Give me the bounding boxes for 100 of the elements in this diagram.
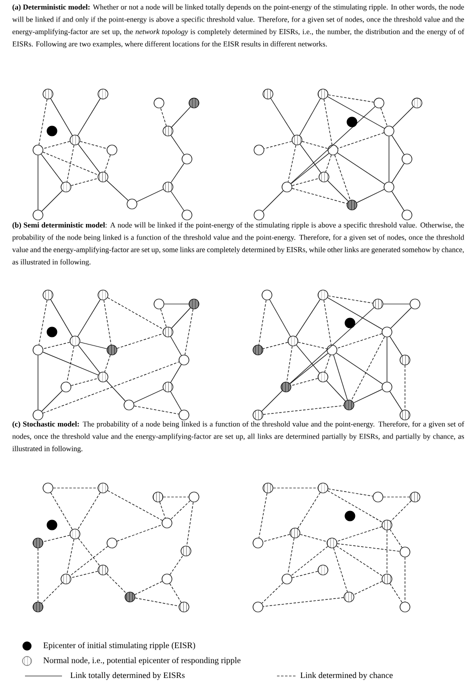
link-line [170,135,184,155]
link-line [70,178,98,186]
link-line [327,297,383,330]
network-node [32,410,44,420]
network-node [182,210,192,220]
link-line [106,180,128,201]
link-line [298,342,328,350]
link-line [80,141,108,149]
network-node [252,344,264,356]
network-node [290,528,300,538]
link-line [171,106,191,128]
network-node [162,126,174,136]
link-line [386,530,388,574]
network-node [152,492,164,502]
link-line [353,580,382,596]
network-node [32,344,44,356]
epicenter-node [344,318,356,328]
link-line [286,346,292,382]
link-line [50,492,73,530]
link-line [170,191,184,211]
link-line [302,141,328,149]
network-node [344,400,354,410]
link-line [163,496,189,498]
link-line [106,573,127,594]
legend-text: Epicenter of initial stimulating ripple (EISR) [43,642,196,650]
link-line [171,308,191,328]
link-line [38,300,48,346]
link-line [327,490,383,523]
link-line [186,502,194,546]
network-node [162,574,172,584]
link-line [336,333,382,349]
link-line [42,152,98,176]
link-line [70,378,98,386]
link-line [390,391,402,411]
link-line [333,354,348,400]
network-node [384,182,394,192]
link-line [170,555,184,575]
network-node [252,538,264,548]
network-node [412,98,422,108]
link-line [328,296,374,304]
network-node [42,88,54,100]
network-node [400,546,410,558]
link-line [262,534,290,542]
network-node [98,172,108,182]
network-node [178,410,190,420]
link-line [42,362,180,414]
network-node [42,290,54,300]
network-node [400,410,410,420]
link-line [296,344,320,374]
link-line [70,570,98,578]
link-line [390,583,402,603]
link-line [169,583,182,603]
network-node [180,546,192,556]
network-node [382,326,392,338]
link-line [258,300,266,346]
network-node [124,592,136,602]
network-node [326,538,338,548]
network-node [32,538,44,548]
link-line [326,380,346,402]
link-line [336,546,383,576]
network-node [288,336,298,346]
network-node [162,182,174,192]
network-node [254,210,264,220]
link-line [160,308,167,328]
link-line [386,337,388,382]
network-node [346,200,358,210]
link-line [300,144,322,174]
network-node [70,528,80,540]
network-node [382,574,392,584]
link-line [388,136,390,182]
network-node [188,492,200,502]
network-node [262,290,272,300]
link-line [159,502,166,518]
link-line [77,98,101,136]
network-node [70,336,80,346]
link-line [78,344,100,374]
link-line [392,106,414,128]
link-line [392,191,404,211]
link-line [262,405,344,415]
network-node [384,126,394,136]
link-line [66,144,74,182]
epicenter-node [346,116,358,128]
link-line [134,388,164,404]
network-node [162,382,174,392]
link-line [264,141,292,149]
network-node [106,344,118,356]
link-line [290,546,328,576]
link-line [77,299,101,337]
network-node [372,298,384,310]
link-line [40,154,64,184]
network-node [282,182,292,192]
link-line [184,308,194,356]
link-line [160,108,167,126]
link-line [327,96,385,129]
network-node [162,518,172,528]
legend-text: Normal node, i.e., potential epicenter of responding ripple [43,657,240,665]
link-line [325,154,332,172]
epicenter-node [46,326,58,338]
link-line [390,500,412,522]
network-node [32,210,44,220]
